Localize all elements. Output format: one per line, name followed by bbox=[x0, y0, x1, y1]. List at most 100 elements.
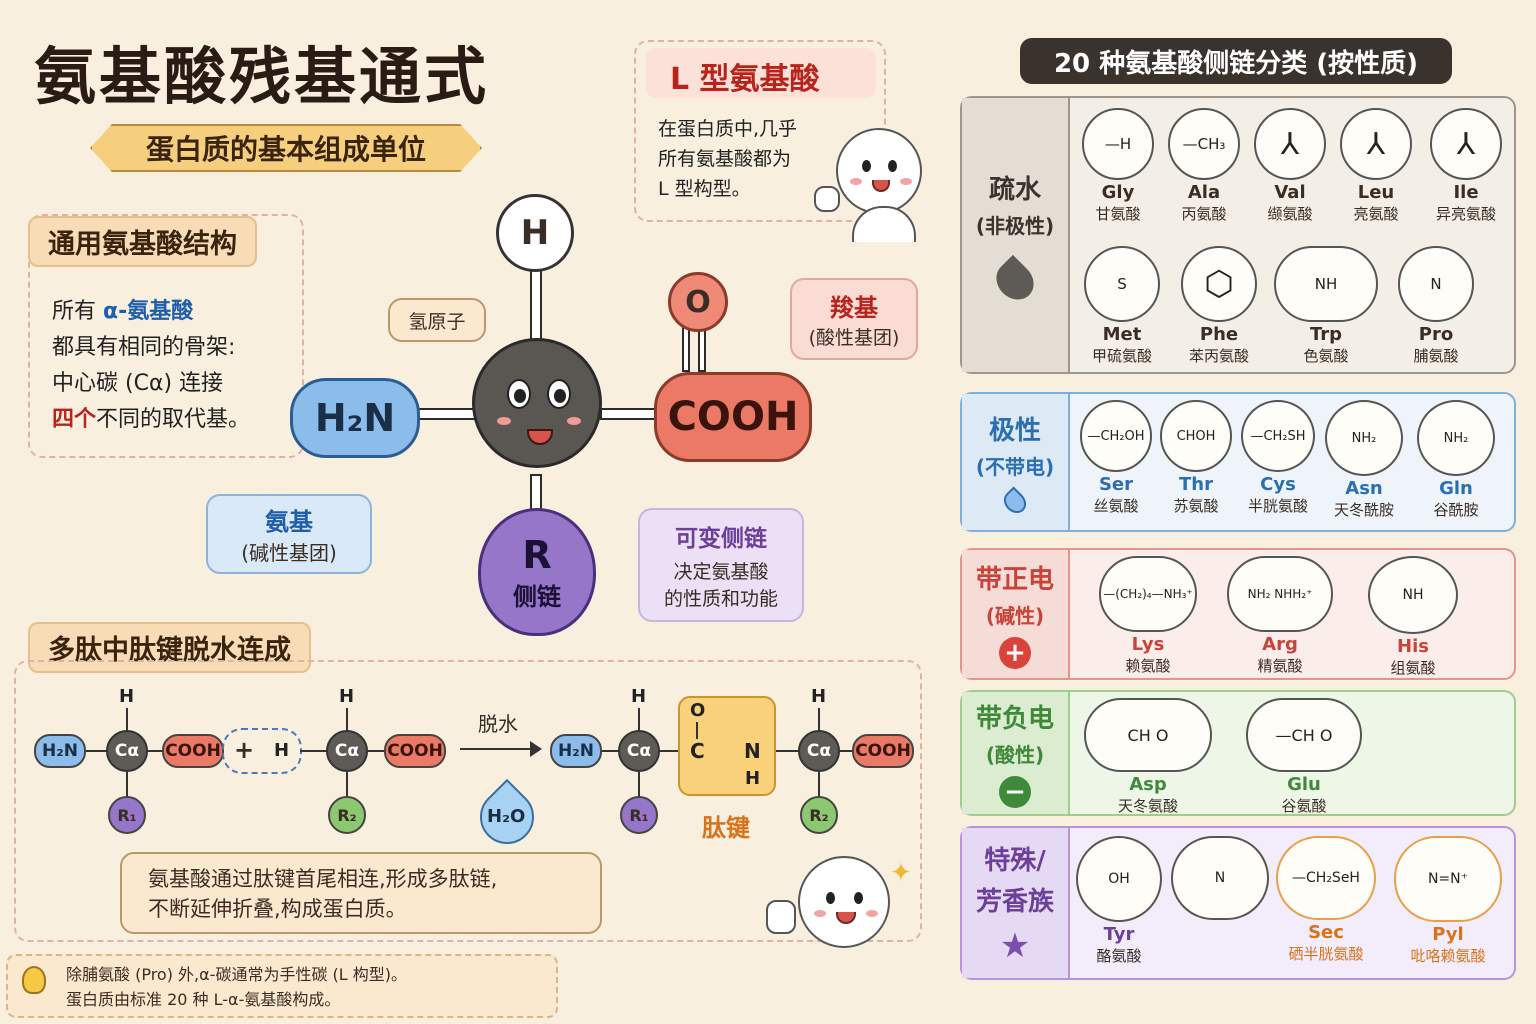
alpha-amino-acid-highlight: α-氨基酸 bbox=[103, 299, 194, 324]
carboxyl-sub: (酸性基团) bbox=[808, 327, 900, 349]
pep-h-dashed bbox=[222, 728, 302, 774]
pep-cooh-1: COOH bbox=[162, 734, 224, 768]
phe-cn: 苯丙氨酸 bbox=[1188, 347, 1249, 365]
gln-abbr: Gln bbox=[1439, 478, 1473, 499]
amino-label: 氨基 (碱性基团) bbox=[206, 494, 372, 574]
tip-line1: 除脯氨酸 (Pro) 外,α-碳通常为手性碳 (L 构型)。 bbox=[66, 965, 408, 984]
tip-line2: 蛋白质由标准 20 种 L-α-氨基酸构成。 bbox=[66, 990, 341, 1009]
reaction-arrow bbox=[460, 748, 534, 750]
group-polar-sub: (不带电) bbox=[975, 455, 1055, 479]
l-type-line3: L 型构型。 bbox=[658, 178, 751, 200]
group-hydrophobic: 疏水 (非极性) bbox=[960, 96, 1516, 374]
cys-cn: 半胱氨酸 bbox=[1247, 497, 1308, 515]
text-line3: 中心碳 (Cα) 连接 bbox=[52, 371, 224, 396]
thr-cn: 苏氨酸 bbox=[1173, 497, 1219, 515]
pep-nh2-2: H₂N bbox=[550, 734, 602, 768]
pro-structure: N bbox=[1398, 246, 1474, 322]
gly-abbr: Gly bbox=[1101, 182, 1135, 203]
pro-cn: 脯氨酸 bbox=[1413, 347, 1459, 365]
met-structure: S bbox=[1084, 246, 1160, 322]
carboxyl-title: 羧基 bbox=[830, 294, 878, 322]
peptide-note-line2: 不断延伸折叠,构成蛋白质。 bbox=[148, 897, 407, 921]
cys-structure: —CH₂SH bbox=[1241, 400, 1315, 472]
asp-cn: 天冬氨酸 bbox=[1117, 797, 1178, 815]
pep-bond-o: O bbox=[690, 700, 706, 721]
pep-h4: H bbox=[811, 686, 827, 707]
pep-ca-4: Cα bbox=[798, 730, 840, 772]
pyl-cn: 吡咯赖氨酸 bbox=[1410, 947, 1486, 965]
pep-bond-h: H bbox=[745, 768, 761, 789]
tip-box bbox=[6, 954, 558, 1018]
gln-cn: 谷酰胺 bbox=[1433, 501, 1479, 519]
lys-cn: 赖氨酸 bbox=[1125, 657, 1171, 675]
gly-structure: —H bbox=[1082, 108, 1154, 180]
ile-structure: ⅄ bbox=[1430, 108, 1502, 180]
mascot-pointing bbox=[836, 128, 922, 214]
arrow-head-icon bbox=[530, 741, 542, 757]
l-type-title: L 型氨基酸 bbox=[670, 62, 820, 97]
sec-abbr: Sec bbox=[1308, 922, 1344, 943]
subtitle-ribbon: 蛋白质的基本组成单位 bbox=[90, 124, 482, 172]
l-type-title-bg bbox=[646, 48, 876, 98]
l-type-line1: 在蛋白质中,几乎 bbox=[658, 118, 798, 140]
carboxyl-label: 羧基 (酸性基团) bbox=[790, 278, 918, 360]
carboxyl-group-cooh: COOH bbox=[654, 372, 812, 462]
ala-cn: 丙氨酸 bbox=[1181, 205, 1227, 223]
ala-structure: —CH₃ bbox=[1168, 108, 1240, 180]
pyl-structure: N=N⁺ bbox=[1394, 836, 1502, 922]
pep-r1-product: R₁ bbox=[620, 796, 658, 834]
pep-cooh-3: COOH bbox=[852, 734, 914, 768]
asn-abbr: Asn bbox=[1345, 478, 1383, 499]
tyr-cn: 酪氨酸 bbox=[1096, 947, 1142, 965]
pep-h2: H bbox=[339, 686, 355, 707]
group-negative-sub: (酸性) bbox=[985, 743, 1045, 767]
cys-abbr: Cys bbox=[1260, 474, 1296, 495]
hydrogen-atom: H bbox=[496, 194, 574, 272]
ile-cn: 异亮氨酸 bbox=[1435, 205, 1496, 223]
pep-bond-c: C bbox=[690, 739, 705, 763]
group-positive-sub: (碱性) bbox=[985, 604, 1045, 628]
trp-abbr: Trp bbox=[1309, 324, 1343, 345]
page-title: 氨基酸残基通式 bbox=[34, 40, 490, 113]
val-cn: 缬氨酸 bbox=[1267, 205, 1313, 223]
four-highlight: 四个 bbox=[52, 407, 97, 432]
glu-cn: 谷氨酸 bbox=[1281, 797, 1327, 815]
variable-chain-line1: 决定氨基酸 bbox=[673, 561, 769, 583]
gly-cn: 甘氨酸 bbox=[1095, 205, 1141, 223]
group-special-name2: 芳香族 bbox=[975, 887, 1054, 917]
mascot-hand-icon bbox=[814, 186, 840, 212]
thumbs-up-icon bbox=[766, 900, 796, 934]
thr-abbr: Thr bbox=[1179, 474, 1213, 495]
tyr-abbr: Tyr bbox=[1103, 924, 1135, 945]
text-line1-prefix: 所有 bbox=[52, 299, 103, 324]
group-positive-name: 带正电 bbox=[975, 565, 1054, 595]
asp-abbr: Asp bbox=[1129, 774, 1167, 795]
amino-title: 氨基 bbox=[265, 508, 313, 536]
glu-abbr: Glu bbox=[1287, 774, 1321, 795]
variable-chain-line2: 的性质和功能 bbox=[663, 588, 778, 610]
pep-r1: R₁ bbox=[108, 796, 146, 834]
group-hydrophobic-sub: (非极性) bbox=[975, 214, 1055, 238]
sec-structure: —CH₂SeH bbox=[1276, 836, 1376, 920]
sparkle-icon: ✦ bbox=[890, 858, 912, 888]
r-letter: R bbox=[522, 532, 552, 577]
group-negative-name: 带负电 bbox=[975, 704, 1054, 734]
pep-ca-1: Cα bbox=[106, 730, 148, 772]
his-abbr: His bbox=[1397, 636, 1429, 657]
group-negative: 带负电 (酸性) − bbox=[960, 690, 1516, 816]
group-polar-name: 极性 bbox=[988, 416, 1041, 446]
val-abbr: Val bbox=[1274, 182, 1306, 203]
general-structure-header: 通用氨基酸结构 bbox=[28, 216, 257, 267]
trp-cn: 色氨酸 bbox=[1303, 347, 1349, 365]
